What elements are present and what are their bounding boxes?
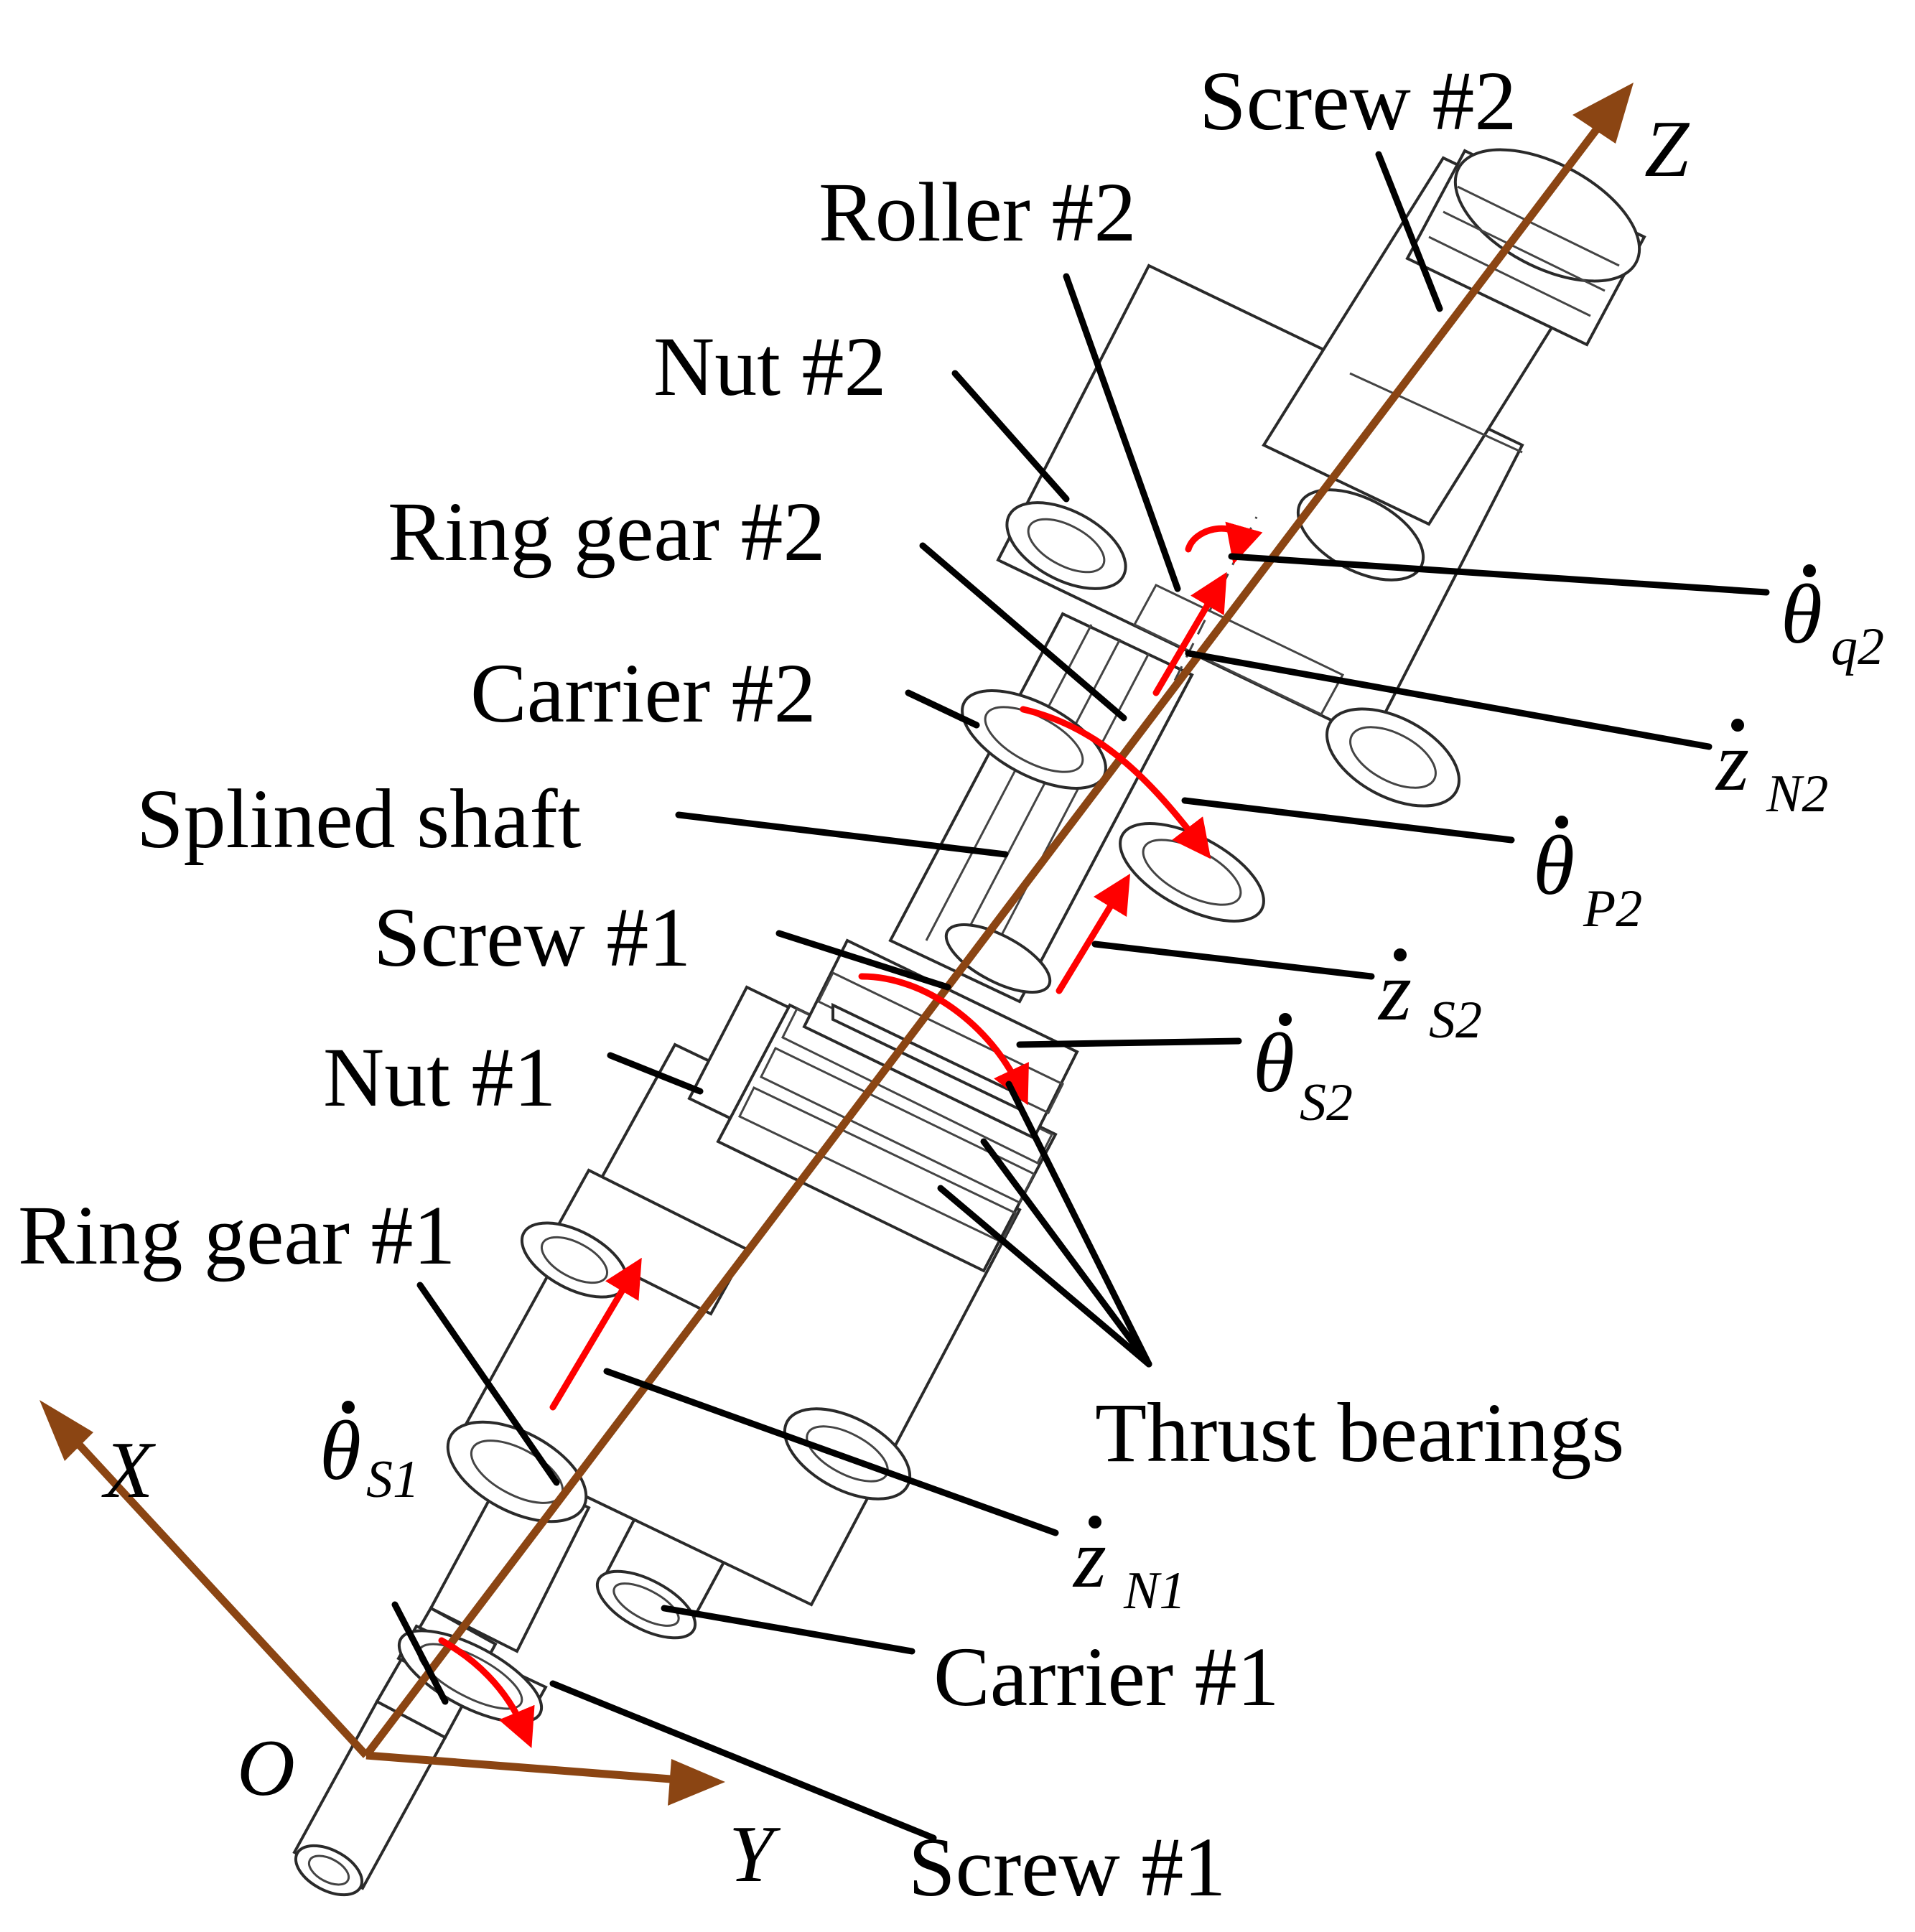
leader-thrust-bearings-c [937,1185,1152,1368]
symbol-subscript: N2 [1766,765,1828,823]
symbol-z-S2: z S2 [1377,944,1482,1050]
y-axis-label: Y [729,1810,781,1899]
label-ring-gear2: Ring gear #2 [388,485,826,579]
overdot-mark [1555,816,1568,829]
z-N1-translation-arrow [549,1257,642,1411]
kinematic-symbols: θ q2 z N2 θ P2 z S2 θ S2 θ [320,564,1884,1620]
z-S2-translation-arrow [1056,873,1131,994]
label-thrust-bearings: Thrust bearings [1095,1386,1624,1480]
leader-carrier1 [661,1605,915,1655]
leader-thrust-bearings-b [1005,1081,1152,1368]
symbol-main: z [1715,714,1749,808]
theta-S1-rotation-arrow [438,1637,535,1748]
symbol-main: θ [1253,1016,1295,1110]
leader-nut1 [607,1052,704,1095]
z-axis-arrowhead [1572,83,1634,144]
symbol-main: z [1377,944,1412,1038]
component-labels: Screw #2 Roller #2 Nut #2 Ring gear #2 C… [18,54,1624,1914]
label-carrier1: Carrier #1 [933,1630,1280,1724]
screw2-body [1262,148,1646,526]
leader-lines [391,151,1770,1842]
z-axis-label: Z [1644,105,1690,194]
leader-ring-gear1 [416,1282,560,1486]
origin-label: O [237,1724,295,1813]
overdot-mark [1279,1013,1292,1026]
motion-arrows [438,521,1263,1748]
symbol-subscript: S1 [366,1450,419,1509]
symbol-main: θ [1781,567,1822,661]
leader-nut2 [951,370,1070,503]
leader-screw2-top [1375,151,1443,312]
leader-theta-P2 [1181,797,1515,844]
theta-P2-rotation-arrow [1020,706,1211,859]
leader-theta-S2 [1016,1037,1242,1048]
y-axis-line [365,1751,690,1785]
symbol-theta-S2: θ S2 [1253,1013,1353,1132]
overdot-mark [1394,948,1407,961]
leader-screw1-bottom [549,1680,937,1842]
x-axis-label: X [101,1426,157,1515]
z-N2-translation-arrow [1152,571,1227,696]
symbol-main: θ [1533,818,1575,913]
theta-q2-rotation-arrow [1185,521,1263,564]
x-axis-arrowhead [39,1400,93,1461]
label-nut1: Nut #1 [323,1030,556,1124]
label-ring-gear1: Ring gear #1 [18,1188,456,1282]
symbol-main: z [1072,1511,1106,1605]
symbol-subscript: S2 [1429,991,1482,1050]
symbol-subscript: S2 [1300,1073,1353,1132]
label-nut2: Nut #2 [653,319,887,414]
coordinate-axes: O X Y Z [39,83,1690,1899]
leader-roller2 [1063,273,1181,592]
leader-splined-shaft [675,811,1009,858]
leader-theta-q2 [1228,553,1770,596]
theta-S2-rotation-arrow [858,973,1029,1106]
leader-carrier2 [905,689,980,729]
leader-ring-gear2 [919,542,1127,722]
overdot-mark [1803,564,1816,577]
y-axis-arrowhead [668,1759,725,1806]
leader-z-S2 [1091,941,1375,980]
leader-z-N1 [603,1368,1059,1536]
leader-z-N2 [1185,650,1713,750]
symbol-theta-P2: θ P2 [1533,816,1642,938]
overdot-mark [1089,1516,1101,1529]
symbol-z-N1: z N1 [1072,1511,1185,1620]
label-carrier2: Carrier #2 [470,646,816,740]
leader-theta-S1 [391,1601,449,1705]
label-roller2: Roller #2 [819,165,1136,259]
leader-thrust-bearings-a [980,1138,1152,1368]
leader-screw1-mid [775,930,951,991]
label-screw1-mid: Screw #1 [373,890,691,984]
symbol-subscript: N1 [1123,1562,1185,1620]
symbol-z-N2: z N2 [1715,714,1828,823]
label-screw2-top: Screw #2 [1199,54,1516,148]
overdot-mark [1731,719,1744,732]
x-axis-line [57,1422,370,1758]
symbol-theta-q2: θ q2 [1781,564,1884,676]
overdot-mark [342,1401,355,1414]
symbol-subscript: P2 [1583,879,1642,938]
symbol-subscript: q2 [1831,617,1884,676]
z-axis-line [363,116,1608,1758]
symbol-theta-S1: θ S1 [320,1401,419,1509]
symbol-main: θ [320,1404,361,1498]
label-screw1-bottom: Screw #1 [908,1820,1226,1914]
label-splined-shaft: Splined shaft [136,772,582,866]
